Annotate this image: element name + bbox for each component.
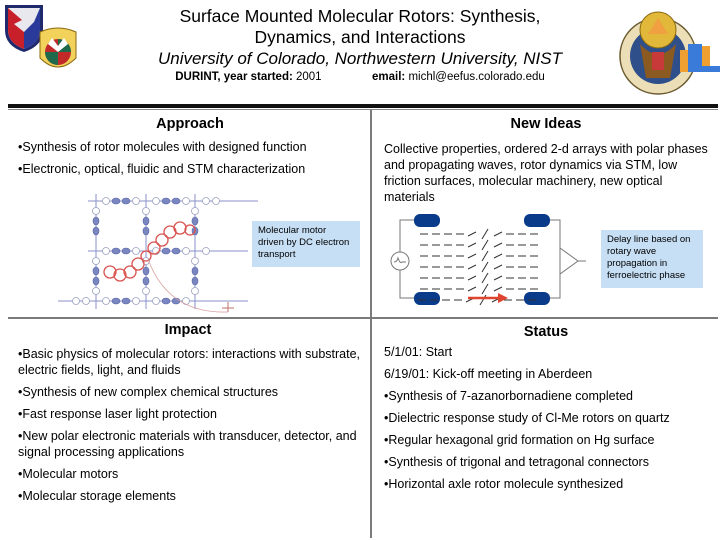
- status-item: •Synthesis of 7-azanorbornadiene complet…: [384, 389, 633, 403]
- approach-item: •Electronic, optical, fluidic and STM ch…: [18, 162, 306, 176]
- impact-item: •Basic physics of molecular rotors: inte…: [18, 347, 361, 377]
- impact-item: •Molecular motors: [18, 467, 119, 481]
- approach-item: •Synthesis of rotor molecules with desig…: [18, 140, 307, 154]
- status-section: Status 5/1/01: Start 6/19/01: Kick-off m…: [378, 324, 714, 498]
- status-item: •Regular hexagonal grid formation on Hg …: [384, 433, 655, 447]
- molecular-grid-figure: [48, 184, 288, 314]
- approach-heading: Approach: [156, 116, 224, 132]
- program-label: DURINT, year started:: [175, 71, 293, 83]
- status-item: •Horizontal axle rotor molecule synthesi…: [384, 477, 624, 491]
- impact-item: •Fast response laser light protection: [18, 407, 217, 421]
- approach-section: Approach •Synthesis of rotor molecules w…: [12, 116, 368, 183]
- institutions: University of Colorado, Northwestern Uni…: [157, 49, 563, 68]
- header: Surface Mounted Molecular Rotors: Synthe…: [120, 6, 600, 85]
- email-label: email:: [372, 71, 406, 83]
- vertical-divider: [370, 110, 372, 538]
- national-laboratory-seal-logo: [618, 8, 702, 96]
- status-item: 5/1/01: Start: [384, 345, 453, 359]
- new-ideas-text: Collective properties, ordered 2-d array…: [384, 142, 708, 204]
- impact-item: •Molecular storage elements: [18, 489, 176, 503]
- email: michl@eefus.colorado.edu: [408, 71, 545, 83]
- header-rule-thin: [8, 109, 718, 110]
- delay-line-figure: [384, 212, 590, 308]
- title-line-2: Dynamics, and Interactions: [254, 27, 466, 47]
- new-ideas-heading: New Ideas: [510, 116, 582, 132]
- status-heading: Status: [523, 324, 569, 340]
- army-materiel-command-shield-logo: [2, 2, 46, 54]
- delay-line-callout: Delay line based on rotary wave propagat…: [601, 230, 703, 288]
- status-item: 6/19/01: Kick-off meeting in Aberdeen: [384, 367, 593, 381]
- impact-item: •New polar electronic materials with tra…: [18, 429, 357, 459]
- program-meta: DURINT, year started: 2001 email: michl@…: [120, 70, 600, 85]
- new-ideas-section: New Ideas Collective properties, ordered…: [378, 116, 714, 205]
- status-item: •Dielectric response study of Cl-Me roto…: [384, 411, 670, 425]
- title-line-1: Surface Mounted Molecular Rotors: Synthe…: [179, 6, 541, 26]
- impact-section: Impact •Basic physics of molecular rotor…: [12, 322, 364, 510]
- year-started: 2001: [296, 71, 322, 83]
- americas-arsenal-crest-logo: [34, 24, 82, 76]
- impact-item: •Synthesis of new complex chemical struc…: [18, 385, 279, 399]
- molecular-motor-callout: Molecular motor driven by DC electron tr…: [252, 221, 360, 267]
- impact-heading: Impact: [164, 322, 212, 338]
- status-item: •Synthesis of trigonal and tetragonal co…: [384, 455, 649, 469]
- header-rule: [8, 104, 718, 108]
- arl-logo: [680, 42, 720, 76]
- horizontal-divider-right: [372, 317, 718, 319]
- horizontal-divider-left: [8, 317, 370, 319]
